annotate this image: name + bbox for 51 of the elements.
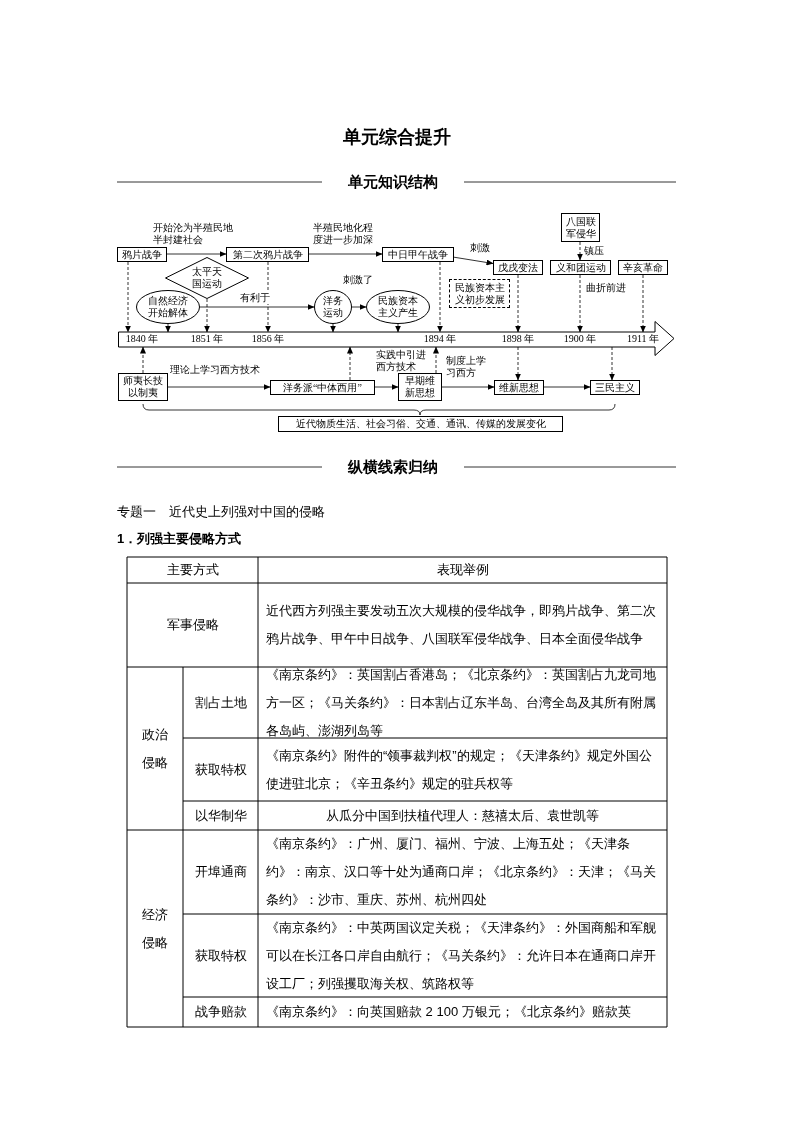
year-label: 1851 年 [190, 333, 224, 344]
edge-label: 开始沦为半殖民地半封建社会 [153, 222, 233, 245]
event-box: 维新思想 [494, 380, 544, 395]
example-text: 《南京条约》：广州、厦门、福州、宁波、上海五处；《天津条约》：南京、汉口等十处为通商口岸；《北京条约》：天津；《马关条约》：沙市、重庆、苏州、杭州四处 [266, 835, 657, 909]
column-heading: 表现举例 [436, 561, 489, 579]
event-box: 中日甲午战争 [382, 247, 454, 262]
event-box: 义和团运动 [550, 260, 611, 275]
row-heading: 获取特权 [194, 946, 247, 965]
event-ellipse: 民族资本主义产生 [366, 290, 430, 324]
row-heading: 军事侵略 [166, 616, 219, 634]
row-heading: 获取特权 [194, 760, 247, 779]
subheading: 1．列强主要侵略方式 [117, 530, 242, 548]
topic-heading: 专题一 近代史上列强对中国的侵略 [117, 503, 325, 521]
example-text: 《南京条约》附件的“领事裁判权”的规定；《天津条约》规定外国公使进驻北京；《辛丑条约》规定的驻兵权等 [266, 746, 653, 793]
dashed-arrow [165, 323, 171, 333]
example-text: 近代西方列强主要发动五次大规模的侵华战争，即鸦片战争、第二次鸦片战争、甲午中日战争、八国联军侵华战争、日本全面侵华战争 [266, 602, 657, 648]
example-text: 《南京条约》：中英两国议定关税；《天津条约》：外国商船和军舰可以在长江各口岸自由航行；《马关条约》：允许日本在通商口岸开设工厂；列强攫取海关权、筑路权等 [266, 918, 657, 993]
event-box: 洋务派“中体西用” [270, 380, 375, 395]
year-label: 1840 年 [125, 333, 159, 344]
event-box: 早期维新思想 [398, 373, 442, 401]
event-box: 三民主义 [590, 380, 640, 395]
event-box: 第二次鸦片战争 [226, 247, 309, 262]
year-label: 1900 年 [563, 333, 597, 344]
year-label: 1894 年 [423, 333, 457, 344]
row-heading: 开埠通商 [194, 863, 247, 881]
event-box: 师夷长技以制夷 [118, 373, 168, 401]
column-heading: 主要方式 [166, 561, 219, 579]
row-heading: 经济侵略 [141, 905, 169, 952]
event-box: 八国联军侵华 [561, 213, 600, 242]
event-ellipse: 自然经济开始解体 [136, 290, 200, 324]
page-title: 单元综合提升 [343, 125, 451, 149]
event-ellipse: 洋务运动 [314, 290, 352, 324]
year-label: 1898 年 [501, 333, 535, 344]
dashed-arrow [395, 323, 401, 333]
example-text: 《南京条约》：英国割占香港岛；《北京条约》：英国割占九龙司地方一区；《马关条约》：日本割占辽东半岛、台湾全岛及其所有附属各岛屿、澎湖列岛等 [266, 665, 657, 740]
row-heading: 战争赔款 [194, 1003, 247, 1021]
event-box: 鸦片战争 [117, 247, 167, 262]
row-heading: 以华制华 [194, 806, 247, 825]
dashed-box: 民族资本主义初步发展 [449, 279, 510, 308]
event-box: 辛亥革命 [618, 260, 668, 275]
section-heading: 纵横线索归纳 [348, 457, 438, 477]
row-heading: 政治侵略 [141, 725, 169, 772]
event-box: 戊戌变法 [493, 260, 543, 275]
year-label: 1911 年 [626, 333, 660, 344]
example-text: 从瓜分中国到扶植代理人：慈禧太后、袁世凯等 [326, 806, 599, 825]
year-label: 1856 年 [251, 333, 285, 344]
dashed-arrow [330, 323, 336, 333]
row-heading: 割占土地 [194, 693, 247, 712]
event-box: 近代物质生活、社会习俗、交通、通讯、传媒的发展变化 [278, 416, 563, 432]
example-text: 《南京条约》：向英国赔款 2 100 万银元；《北京条约》赔款英 [266, 1003, 631, 1021]
section-heading: 单元知识结构 [348, 172, 438, 192]
